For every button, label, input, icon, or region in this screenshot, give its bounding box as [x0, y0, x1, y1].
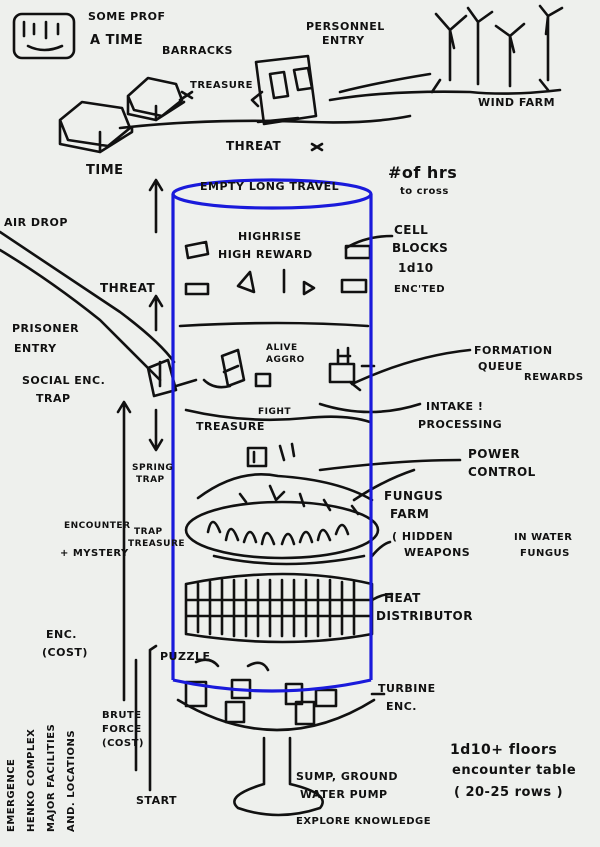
label-alive: ALIVE	[266, 343, 298, 353]
label-a-time: A TIME	[90, 33, 143, 48]
label-d10: 1d10	[398, 261, 434, 275]
alive-aggro-room	[202, 348, 272, 389]
label-force: FORCE	[102, 724, 142, 735]
label-threat-mid: THREAT	[100, 281, 156, 295]
label-mystery: + MYSTERY	[60, 548, 129, 559]
label-heat: HEAT	[384, 591, 421, 605]
label-turbine-enc: ENC.	[386, 700, 417, 713]
label-social-enc: SOCIAL ENC.	[22, 374, 105, 387]
label-personnel: PERSONNEL	[306, 20, 385, 33]
label-floors-1: 1d10+ floors	[450, 742, 557, 758]
label-air-drop: AIR DROP	[4, 216, 68, 229]
label-empty-long-travel: EMPTY LONG TRAVEL	[200, 180, 339, 193]
label-control: CONTROL	[468, 465, 536, 479]
facility-cylinder	[171, 178, 373, 693]
power-control-icon	[246, 442, 296, 468]
label-treasure-mid: TREASURE	[196, 420, 265, 433]
label-prisoner: PRISONER	[12, 322, 79, 335]
label-formation: FORMATION	[474, 344, 553, 357]
label-high-reward: HIGH REWARD	[218, 248, 313, 261]
fungus-farm-drawing	[196, 473, 374, 566]
prisoner-entry-box	[146, 358, 198, 398]
label-enc-cost-2: (COST)	[42, 646, 88, 659]
label-queue: QUEUE	[478, 360, 523, 373]
label-wind-farm: WIND FARM	[478, 96, 555, 109]
air-drop-path	[0, 230, 176, 382]
label-some-prof: SOME PROF	[88, 10, 165, 23]
label-to-cross: to cross	[400, 186, 449, 197]
label-processing: PROCESSING	[418, 418, 502, 431]
label-turbine: TURBINE	[378, 682, 436, 695]
sump-pump-pedestal	[176, 698, 376, 817]
label-in-water: IN WATER	[514, 532, 572, 543]
label-fungus: FUNGUS	[384, 489, 443, 503]
label-entry-top: ENTRY	[322, 34, 365, 47]
label-start: START	[136, 794, 177, 807]
label-sump-1: SUMP, GROUND	[296, 770, 398, 783]
label-henko: HENKO COMPLEX	[26, 729, 37, 832]
label-emergence: EMERGENCE	[6, 759, 17, 832]
label-cost: (COST)	[102, 738, 144, 749]
label-threat-top: THREAT	[226, 139, 282, 153]
label-floors-3: ( 20-25 rows )	[454, 785, 563, 800]
label-trap-treasure-2: TREASURE	[128, 539, 185, 549]
label-fight: FIGHT	[258, 407, 291, 417]
label-spring: SPRING	[132, 463, 173, 473]
label-cell: CELL	[394, 223, 428, 237]
label-puzzle: PUZZLE	[160, 650, 210, 663]
heat-distributor-grid	[184, 572, 374, 644]
label-entry-mid: ENTRY	[14, 342, 57, 355]
turbine-drawing	[184, 658, 338, 726]
label-floors-count: #of hrs	[388, 163, 457, 182]
label-trap2: TRAP	[136, 475, 165, 485]
label-rewards: REWARDS	[524, 372, 584, 383]
label-aggro: AGGRO	[266, 355, 305, 365]
label-brute: BRUTE	[102, 710, 142, 721]
label-power: POWER	[468, 447, 520, 461]
label-treasure-top: TREASURE	[190, 80, 253, 91]
label-encountered: ENC'TED	[394, 284, 445, 295]
label-fungus2: FUNGUS	[520, 548, 570, 559]
label-trap: TRAP	[36, 392, 71, 405]
label-barracks: BARRACKS	[162, 44, 233, 57]
label-time: TIME	[86, 163, 124, 178]
label-locations: AND. LOCATIONS	[66, 730, 77, 832]
label-major: MAJOR FACILITIES	[46, 724, 57, 832]
label-weapons: WEAPONS	[404, 546, 470, 559]
sketch-drawings	[0, 4, 564, 817]
face-icon	[12, 12, 76, 60]
label-distributor: DISTRIBUTOR	[376, 609, 473, 623]
label-hidden: ( HIDDEN	[392, 530, 453, 543]
label-encounter: ENCOUNTER	[64, 521, 131, 531]
label-trap-treasure-1: TRAP	[134, 527, 163, 537]
wind-turbine-icon	[430, 4, 564, 94]
label-explore: EXPLORE KNOWLEDGE	[296, 816, 431, 827]
label-enc-cost-1: ENC.	[46, 628, 77, 641]
label-floors-2: encounter table	[452, 763, 576, 778]
label-highrise: HIGHRISE	[238, 230, 302, 243]
label-intake: INTAKE !	[426, 400, 483, 413]
barracks-drawing	[58, 76, 186, 154]
personnel-entry-building	[250, 54, 318, 126]
label-blocks: BLOCKS	[392, 241, 448, 255]
label-farm: FARM	[390, 507, 429, 521]
label-sump-2: WATER PUMP	[300, 788, 388, 801]
